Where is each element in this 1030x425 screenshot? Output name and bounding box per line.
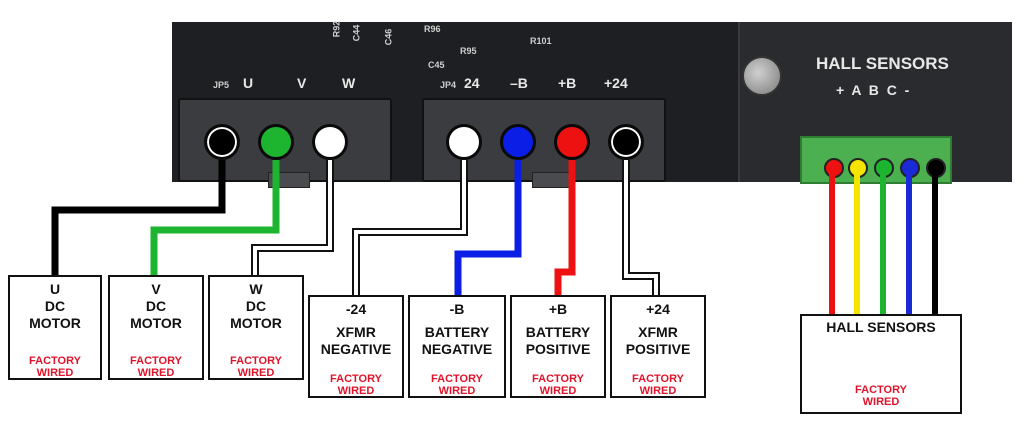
socket-neg-24 — [446, 124, 482, 160]
jp4-label: JP4 — [440, 80, 457, 90]
wire-v — [150, 160, 280, 275]
socket-u — [204, 124, 240, 160]
silk-neg-b: –B — [510, 75, 528, 91]
wire-neg24 — [354, 160, 466, 295]
socket-pos-b — [554, 124, 590, 160]
box-hall-sensors: HALL SENSORS FACTORY WIRED — [800, 314, 962, 414]
factory-wired-label: WIRED — [237, 367, 275, 379]
box-battery-negative: -B BATTERY NEGATIVE FACTORY WIRED — [408, 295, 506, 398]
hall-pin-labels: + A B C - — [836, 82, 910, 98]
jp5-label: JP5 — [213, 80, 230, 90]
silk-v: V — [297, 75, 307, 91]
wire-neg24-outline — [352, 160, 468, 295]
factory-wired-label: FACTORY — [431, 373, 483, 385]
box-symbol: W — [249, 281, 263, 297]
silk-u: U — [243, 75, 254, 91]
box-battery-positive: +B BATTERY POSITIVE FACTORY WIRED — [510, 295, 606, 398]
box-symbol: -24 — [345, 301, 367, 317]
box-name-line: POSITIVE — [525, 341, 591, 357]
factory-wired-label: FACTORY — [130, 355, 182, 367]
silk-pos-24: +24 — [604, 75, 628, 91]
box-symbol: U — [49, 281, 61, 297]
box-name-line: HALL SENSORS — [826, 319, 936, 335]
factory-wired-label: WIRED — [639, 385, 677, 397]
factory-wired-label: FACTORY — [532, 373, 584, 385]
factory-wired-label: FACTORY — [330, 373, 382, 385]
factory-wired-label: FACTORY — [29, 355, 81, 367]
factory-wired-label: WIRED — [862, 396, 900, 408]
box-symbol: -B — [449, 301, 465, 317]
factory-wired-label: FACTORY — [632, 373, 684, 385]
factory-wired-label: WIRED — [137, 367, 175, 379]
wire-pos24 — [624, 160, 658, 295]
socket-v — [258, 124, 294, 160]
component-label: C45 — [428, 60, 445, 70]
factory-wired-label: WIRED — [539, 385, 577, 397]
box-symbol: +B — [548, 301, 568, 317]
box-name-line: XFMR — [336, 324, 376, 340]
socket-w — [312, 124, 348, 160]
box-u-dc-motor: U DC MOTOR FACTORY WIRED — [8, 275, 102, 380]
silk-w: W — [342, 75, 356, 91]
wire-w-outline — [251, 160, 334, 275]
box-name-line: POSITIVE — [625, 341, 691, 357]
hall-sensors-silk-title: HALL SENSORS — [816, 54, 949, 73]
box-symbol: +24 — [646, 301, 670, 317]
box-symbol: V — [151, 281, 161, 297]
box-name-line: MOTOR — [130, 315, 182, 331]
box-name-line: XFMR — [638, 324, 678, 340]
box-name-line: DC — [44, 298, 66, 314]
component-label: R95 — [460, 46, 477, 56]
box-name-line: NEGATIVE — [421, 341, 493, 357]
wire-u — [51, 160, 226, 275]
component-label: R101 — [530, 36, 552, 46]
factory-wired-label: WIRED — [438, 385, 476, 397]
wire-w — [253, 160, 332, 275]
box-w-dc-motor: W DC MOTOR FACTORY WIRED — [208, 275, 304, 380]
box-name-line: DC — [245, 298, 267, 314]
box-name-line: DC — [145, 298, 167, 314]
wire-pos-b — [554, 160, 576, 295]
wire-neg-b — [454, 160, 522, 295]
socket-pos-24 — [608, 124, 644, 160]
factory-wired-label: FACTORY — [230, 355, 282, 367]
box-name-line: BATTERY — [424, 324, 490, 340]
silk-pos-b: +B — [558, 75, 577, 91]
box-v-dc-motor: V DC MOTOR FACTORY WIRED — [108, 275, 204, 380]
component-label: R96 — [424, 24, 441, 34]
box-xfmr-negative: -24 XFMR NEGATIVE FACTORY WIRED — [308, 295, 404, 398]
box-name-line: NEGATIVE — [320, 341, 392, 357]
box-name-line: MOTOR — [230, 315, 282, 331]
box-name-line: BATTERY — [525, 324, 591, 340]
factory-wired-label: WIRED — [36, 367, 74, 379]
socket-neg-b — [500, 124, 536, 160]
screw-icon — [742, 56, 782, 96]
factory-wired-label: WIRED — [337, 385, 375, 397]
box-name-line: MOTOR — [29, 315, 81, 331]
hall-sensor-connector — [800, 136, 952, 184]
silk-24: 24 — [464, 75, 480, 91]
factory-wired-label: FACTORY — [855, 384, 907, 396]
box-xfmr-positive: +24 XFMR POSITIVE FACTORY WIRED — [610, 295, 706, 398]
